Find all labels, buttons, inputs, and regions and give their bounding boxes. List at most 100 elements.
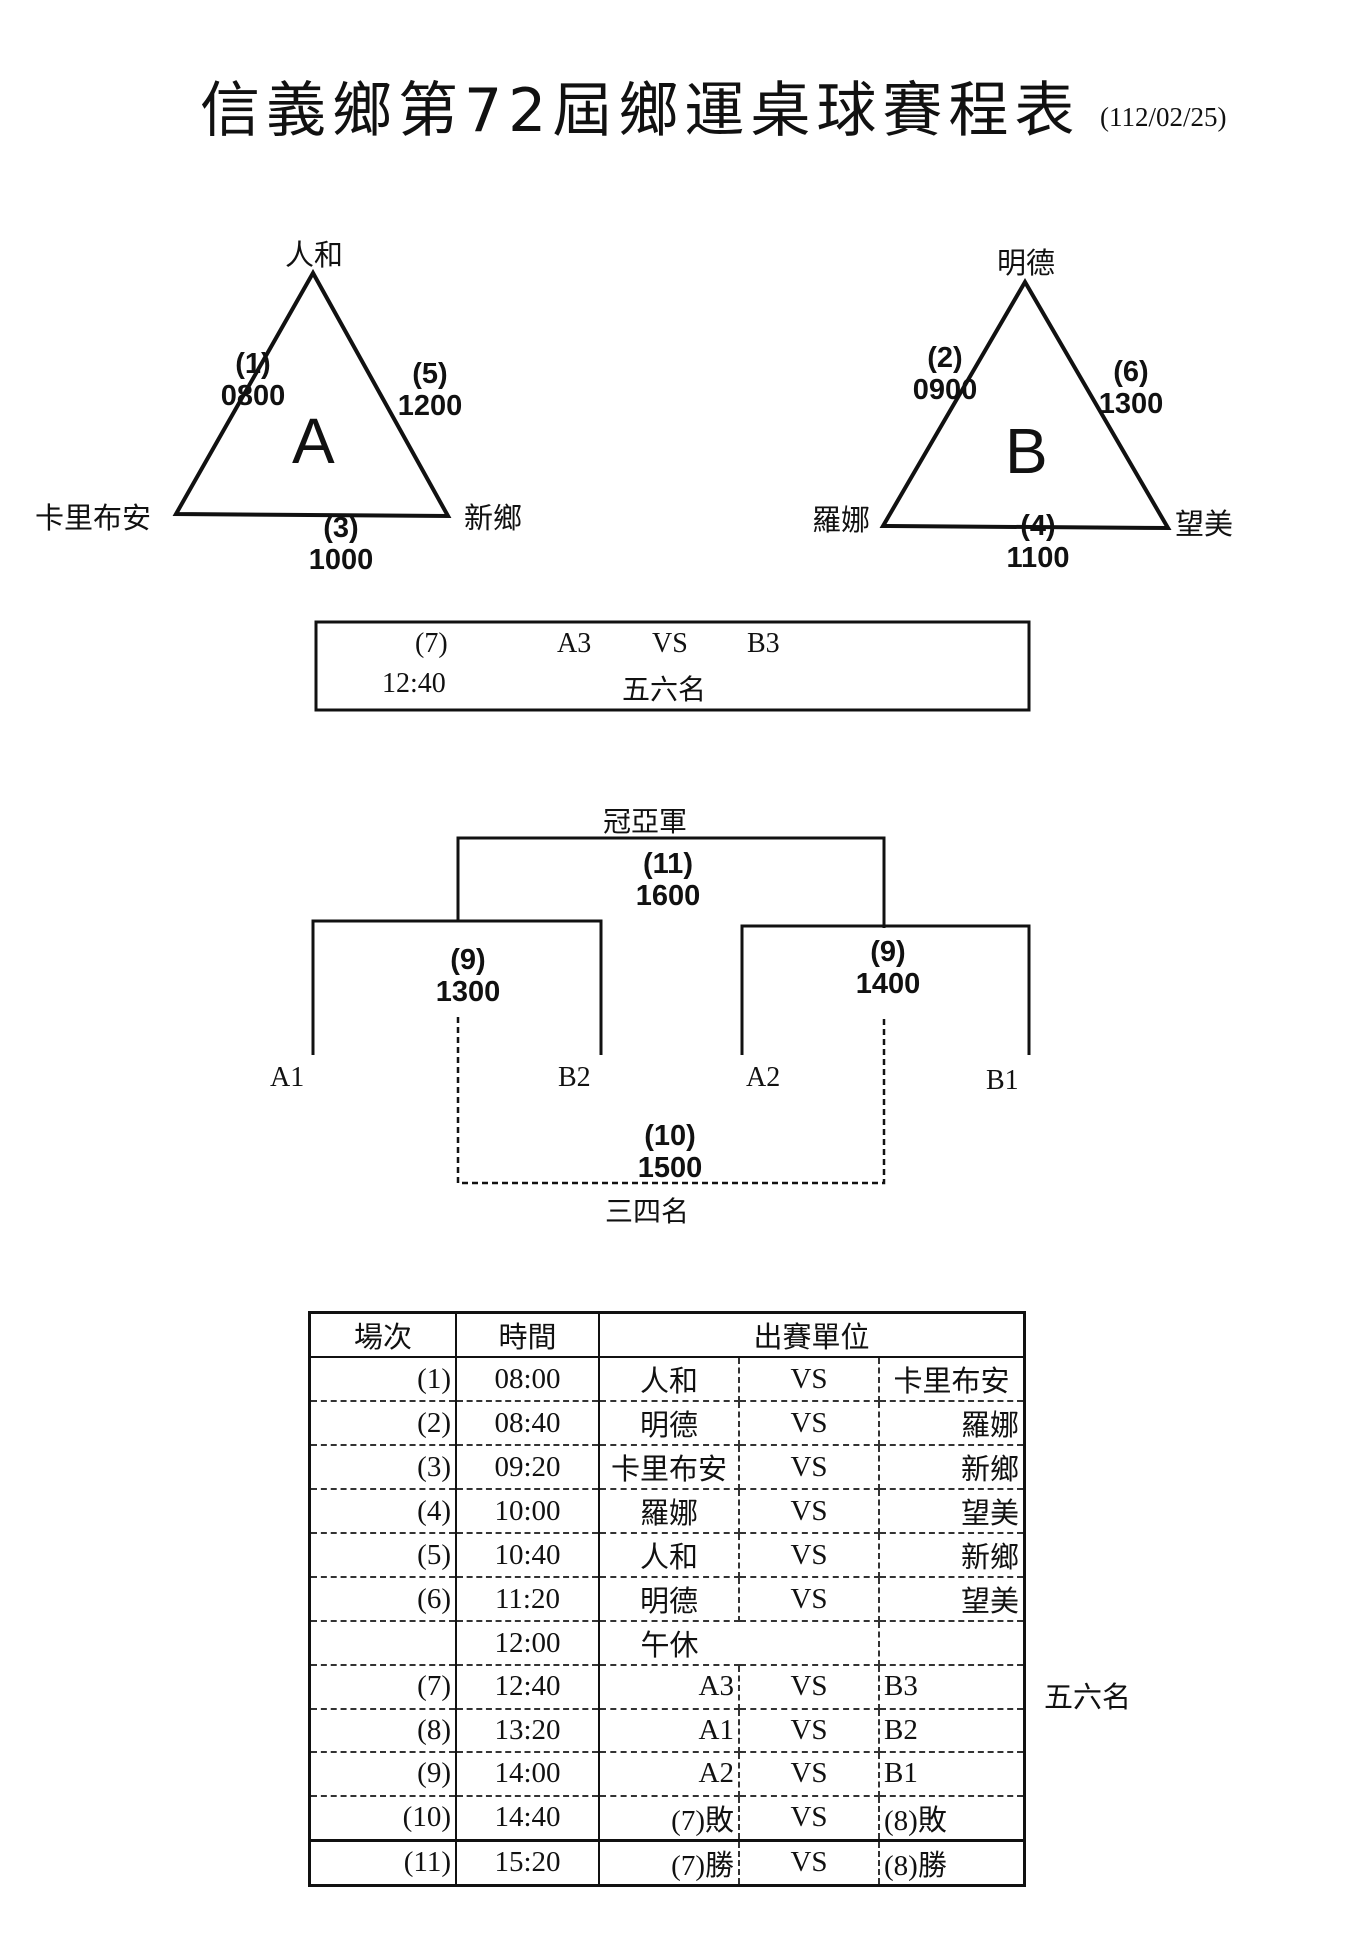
game-time: 1600: [635, 880, 701, 912]
row-team1: A3: [599, 1665, 740, 1710]
game-number: (6): [1113, 356, 1149, 388]
schedule-side-note: 五六名: [1044, 1680, 1132, 1714]
row-time: 10:00: [456, 1489, 600, 1534]
row-number: (1): [309, 1357, 457, 1402]
row-time: 08:00: [456, 1357, 600, 1402]
row-team1: (7)勝: [599, 1838, 740, 1886]
schedule-table: 場次 時間 出賽單位 (1) 08:00 人和 VS 卡里布安 (2) 08:4…: [308, 1311, 1026, 1887]
seed-a1: A1: [270, 1062, 305, 1093]
row-time: 14:40: [456, 1795, 600, 1841]
table-row: (1) 08:00 人和 VS 卡里布安: [309, 1357, 1025, 1402]
header-teams: 出賽單位: [599, 1312, 1025, 1358]
game-time: 1100: [1006, 542, 1070, 574]
table-row: (11) 15:20 (7)勝 VS (8)勝: [309, 1838, 1025, 1886]
game-time: 1200: [397, 390, 463, 422]
game-time: 1500: [637, 1152, 703, 1184]
table-row: (9) 14:00 A2 VS B1: [309, 1752, 1025, 1797]
game-number: (9): [450, 944, 486, 976]
row-team1: 人和: [599, 1533, 740, 1578]
row-team1: 明德: [599, 1401, 740, 1446]
row-vs: VS: [739, 1533, 880, 1578]
row-number: (11): [309, 1838, 457, 1886]
final-game: (11) 1600: [618, 848, 718, 912]
seed-b1: B1: [986, 1065, 1019, 1096]
pool-b-team-left: 羅娜: [812, 503, 871, 537]
third-game: (10) 1500: [620, 1120, 720, 1184]
game-number: (11): [643, 848, 693, 880]
row-vs: VS: [739, 1357, 880, 1402]
fifth-sixth-vs: VS: [652, 628, 688, 659]
row-team2: 望美: [879, 1577, 1025, 1622]
final-label: 冠亞軍: [603, 807, 688, 838]
row-team2: B1: [879, 1752, 1025, 1797]
row-team1: 羅娜: [599, 1489, 740, 1534]
row-number: (8): [309, 1708, 457, 1753]
row-team2: 望美: [879, 1489, 1025, 1534]
fifth-sixth-label: 五六名: [622, 675, 707, 706]
row-time: 12:40: [456, 1665, 600, 1710]
pool-a-triangle: [172, 268, 452, 519]
row-time: 12:00: [456, 1621, 600, 1666]
row-vs: [739, 1621, 880, 1666]
row-vs: VS: [739, 1577, 880, 1622]
pool-a-team-right: 新鄉: [464, 501, 523, 535]
pool-a-game-5: (5) 1200: [385, 358, 475, 422]
fifth-sixth-team-b: B3: [747, 628, 780, 659]
seed-b2: B2: [558, 1062, 591, 1093]
table-row: (10) 14:40 (7)敗 VS (8)敗: [309, 1795, 1025, 1841]
row-vs: VS: [739, 1445, 880, 1490]
table-row: (5) 10:40 人和 VS 新鄉: [309, 1533, 1025, 1578]
pool-b-team-right: 望美: [1175, 507, 1234, 541]
row-vs: VS: [739, 1665, 880, 1710]
schedule-header-row: 場次 時間 出賽單位: [309, 1312, 1025, 1358]
row-number: (9): [309, 1752, 457, 1797]
row-vs: VS: [739, 1708, 880, 1753]
pool-a-team-left: 卡里布安: [35, 501, 152, 535]
semi-right-game: (9) 1400: [838, 936, 938, 1000]
table-row: (7) 12:40 A3 VS B3: [309, 1665, 1025, 1710]
pool-b-team-top: 明德: [997, 246, 1056, 280]
game-time: 1300: [1098, 388, 1164, 420]
game-time: 1400: [855, 968, 921, 1000]
row-team2: (8)敗: [879, 1795, 1025, 1841]
row-time: 08:40: [456, 1401, 600, 1446]
bracket-final-line: [456, 836, 886, 928]
fifth-sixth-number: (7): [415, 628, 448, 659]
row-team2: B3: [879, 1665, 1025, 1710]
seed-a2: A2: [746, 1062, 781, 1093]
fifth-sixth-team-a: A3: [557, 628, 592, 659]
row-vs: VS: [739, 1838, 880, 1886]
row-team1: 午休: [599, 1621, 739, 1666]
row-number: (10): [309, 1795, 457, 1841]
row-team1: A2: [599, 1752, 740, 1797]
table-row: (2) 08:40 明德 VS 羅娜: [309, 1401, 1025, 1446]
row-number: (2): [309, 1401, 457, 1446]
game-number: (4): [1020, 510, 1056, 542]
game-time: 1000: [308, 544, 374, 576]
row-vs: VS: [739, 1795, 880, 1841]
pool-b-game-2: (2) 0900: [900, 342, 990, 406]
table-row: (8) 13:20 A1 VS B2: [309, 1708, 1025, 1753]
game-time: 0900: [912, 374, 978, 406]
pool-a-letter: A: [292, 405, 335, 477]
row-number: (4): [309, 1489, 457, 1534]
row-team1: 卡里布安: [599, 1445, 740, 1490]
third-label: 三四名: [605, 1197, 690, 1228]
header-game-number: 場次: [309, 1312, 457, 1358]
game-time: 1300: [435, 976, 501, 1008]
date-label: (112/02/25): [1100, 102, 1227, 132]
game-time: 0800: [220, 380, 286, 412]
table-row: (6) 11:20 明德 VS 望美: [309, 1577, 1025, 1622]
game-number: (1): [235, 348, 271, 380]
row-team2: [879, 1621, 1025, 1666]
row-team1: (7)敗: [599, 1795, 740, 1841]
table-row: (4) 10:00 羅娜 VS 望美: [309, 1489, 1025, 1534]
pool-b-game-4: (4) 1100: [993, 510, 1083, 574]
row-number: (7): [309, 1665, 457, 1710]
row-team2: 新鄉: [879, 1533, 1025, 1578]
header-time: 時間: [456, 1312, 600, 1358]
row-time: 13:20: [456, 1708, 600, 1753]
pool-a-game-1: (1) 0800: [208, 348, 298, 412]
row-team2: 新鄉: [879, 1445, 1025, 1490]
